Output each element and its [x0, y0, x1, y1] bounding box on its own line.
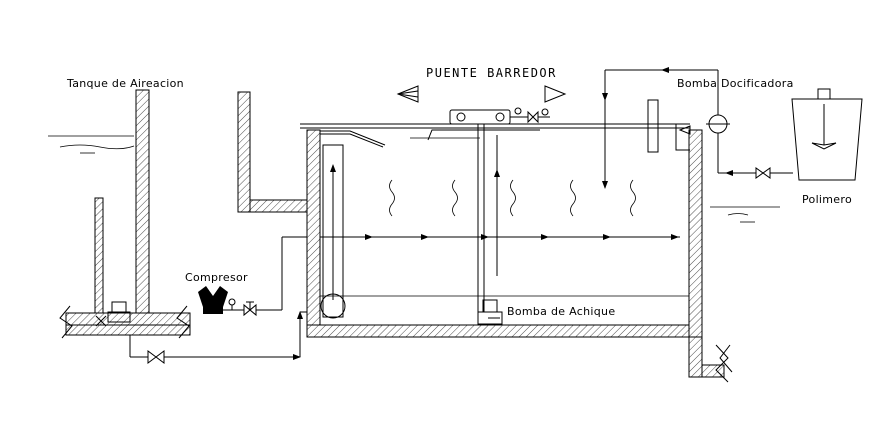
dosing-pump-label: Bomba Docificadora [677, 77, 794, 90]
bridge-label: PUENTE BARREDOR [426, 66, 557, 80]
aeration-tank [48, 89, 191, 339]
sweeper-bridge [396, 85, 567, 325]
dewatering-pump-label: Bomba de Achique [507, 305, 615, 318]
polymer-label: Polimero [802, 193, 852, 206]
polymer-tank [791, 88, 863, 181]
compressor-label: Compresor [185, 271, 248, 284]
transfer-pipe [129, 311, 318, 364]
dosing-line [602, 67, 793, 223]
compressor [198, 236, 328, 317]
aeration-tank-label: Tanque de Aireacion [66, 77, 184, 90]
clarifier-tank [237, 91, 733, 383]
